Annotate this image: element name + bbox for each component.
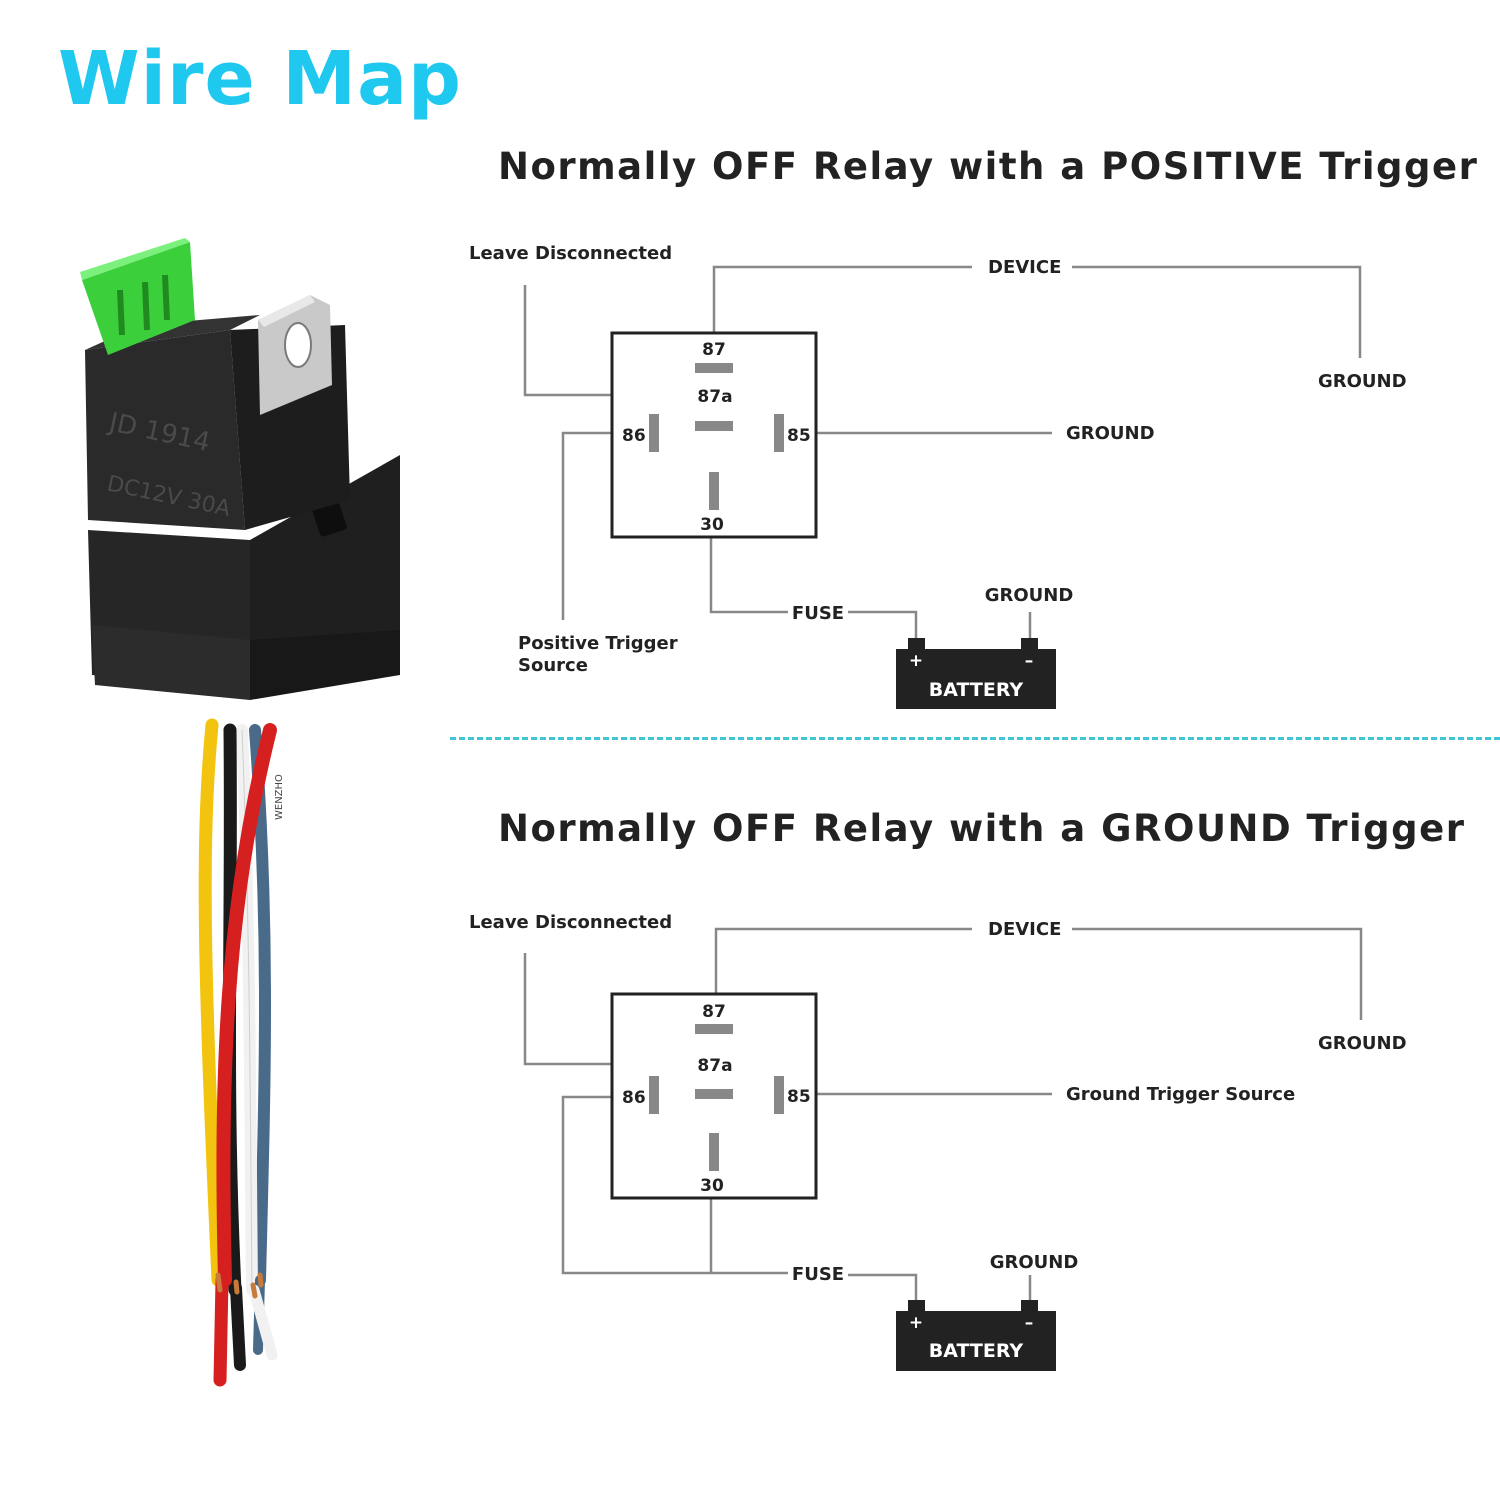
wire-87-device xyxy=(714,927,972,994)
battery-ground-label: GROUND xyxy=(985,585,1074,606)
pin-30-label: 30 xyxy=(700,515,724,535)
battery-label: BATTERY xyxy=(929,679,1024,701)
battery-2: + – BATTERY xyxy=(896,1300,1056,1371)
wire-device-ground xyxy=(1072,265,1362,358)
leave-disconnected-label: Leave Disconnected xyxy=(469,912,672,933)
terminal-86 xyxy=(649,1076,659,1114)
wire-device-ground xyxy=(1072,927,1363,1020)
device-ground-label: GROUND xyxy=(1318,371,1407,392)
mounting-tab xyxy=(258,295,332,415)
page-title: Wire Map xyxy=(58,36,462,122)
battery-minus-sign: – xyxy=(1025,651,1034,671)
battery-plus-post xyxy=(908,638,925,650)
wire-86-fuse xyxy=(561,1095,711,1275)
terminal-85 xyxy=(774,1076,784,1114)
terminal-86 xyxy=(649,414,659,452)
terminal-30 xyxy=(709,1133,719,1171)
device-label: DEVICE xyxy=(988,257,1061,278)
yellow-wire xyxy=(198,718,225,1287)
battery-label: BATTERY xyxy=(929,1340,1024,1362)
battery-minus-post xyxy=(1021,1300,1038,1312)
wire-fuse-battery xyxy=(848,1273,918,1302)
wire-30-fuse xyxy=(709,538,788,614)
wire-87-device xyxy=(712,265,972,333)
trigger-source-label-line2: Source xyxy=(518,655,588,676)
relay-2-terminals xyxy=(649,1024,784,1171)
diagram-1-title: Normally OFF Relay with a POSITIVE Trigg… xyxy=(498,145,1479,188)
diagram-positive-trigger: 87 87a 86 85 30 Leave Disconnected DEVIC… xyxy=(469,243,1407,709)
terminal-87a xyxy=(695,1089,733,1099)
red-wire xyxy=(216,723,277,1287)
fuse-label: FUSE xyxy=(792,603,844,624)
pin-87a-label: 87a xyxy=(697,1056,732,1076)
battery-plus-sign: + xyxy=(909,651,923,671)
diagram-2-title: Normally OFF Relay with a GROUND Trigger xyxy=(498,807,1466,850)
relay-photo: JD 1914 DC12V 30A WENZHO xyxy=(80,238,400,1387)
diagram-1-wires xyxy=(523,265,1362,640)
pin85-ground-label: GROUND xyxy=(1066,423,1155,444)
relay-1-terminals xyxy=(649,363,784,510)
terminal-87 xyxy=(695,363,733,373)
battery-minus-sign: – xyxy=(1025,1313,1034,1333)
pin-87a-label: 87a xyxy=(697,387,732,407)
wire-print-text: WENZHO xyxy=(274,774,285,820)
relay-socket xyxy=(88,455,400,700)
pin-87-label: 87 xyxy=(702,1002,726,1022)
device-ground-label: GROUND xyxy=(1318,1033,1407,1054)
relay-wires xyxy=(198,718,278,1387)
leave-disconnected-label: Leave Disconnected xyxy=(469,243,672,264)
blade-fuse xyxy=(80,238,195,355)
pin-30-label: 30 xyxy=(700,1176,724,1196)
battery-body xyxy=(896,649,1056,709)
battery-plus-post xyxy=(908,1300,925,1312)
ground-trigger-source-label: Ground Trigger Source xyxy=(1066,1084,1295,1105)
mounting-hole xyxy=(284,322,312,368)
battery-body xyxy=(896,1311,1056,1371)
battery-minus-post xyxy=(1021,638,1038,650)
diagram-ground-trigger: 87 87a 86 85 30 Leave Disconnected DEVIC… xyxy=(469,912,1407,1371)
battery-ground-label: GROUND xyxy=(990,1252,1079,1273)
terminal-85 xyxy=(774,414,784,452)
terminal-30 xyxy=(709,472,719,510)
pin-86-label: 86 xyxy=(622,426,646,446)
device-label: DEVICE xyxy=(988,919,1061,940)
wire-30-fuse xyxy=(709,1198,788,1275)
trigger-source-label-line1: Positive Trigger xyxy=(518,633,678,654)
battery-1: + – BATTERY xyxy=(896,638,1056,709)
wire-86-trigger xyxy=(561,431,612,620)
blue-wire xyxy=(249,724,271,1286)
terminal-87 xyxy=(695,1024,733,1034)
pin-85-label: 85 xyxy=(787,1087,811,1107)
copper-tips xyxy=(215,1272,264,1299)
section-divider xyxy=(450,737,1500,740)
pin-85-label: 85 xyxy=(787,426,811,446)
white-wire-outline xyxy=(241,729,253,1291)
pin-86-label: 86 xyxy=(622,1088,646,1108)
black-wire-end xyxy=(230,1282,246,1371)
white-wire-end xyxy=(248,1284,278,1361)
battery-plus-sign: + xyxy=(909,1313,923,1333)
pin-87-label: 87 xyxy=(702,340,726,360)
fuse-label: FUSE xyxy=(792,1264,844,1285)
terminal-87a xyxy=(695,421,733,431)
red-wire-end xyxy=(213,1273,229,1387)
wire-fuse-battery xyxy=(848,610,918,640)
